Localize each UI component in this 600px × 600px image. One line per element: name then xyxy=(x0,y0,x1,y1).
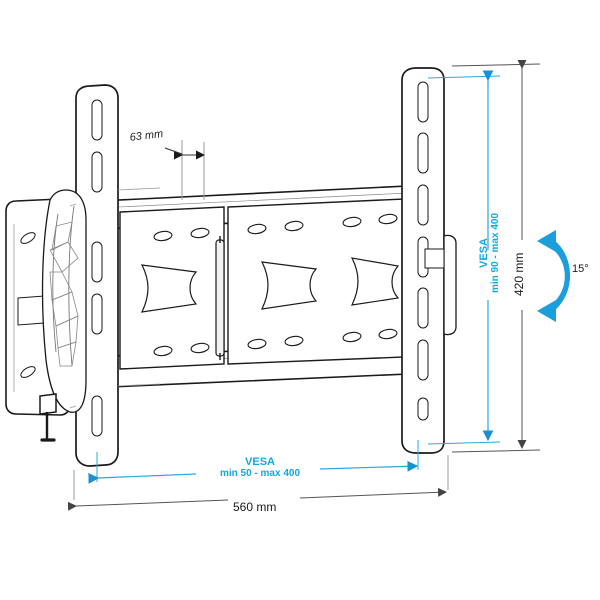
dimension-vesa-vertical xyxy=(427,70,501,445)
locking-pin xyxy=(39,393,57,442)
dimension-420mm xyxy=(451,60,541,453)
hinge-mechanism xyxy=(41,189,87,413)
right-side-catch xyxy=(424,234,457,336)
dimension-560mm xyxy=(67,455,449,511)
oval-slot-group-lower xyxy=(153,328,398,357)
bracket-assembly xyxy=(5,67,457,467)
right-rail-slots xyxy=(417,81,429,421)
center-pin xyxy=(215,236,225,360)
tilt-angle-arrow xyxy=(537,230,571,322)
dimension-vesa-horizontal xyxy=(88,440,419,484)
dimension-63mm xyxy=(164,140,205,200)
hourglass-cutout-right xyxy=(260,261,318,310)
oval-slot-group-upper xyxy=(153,213,398,242)
hinge-facets xyxy=(49,221,79,367)
hourglass-cutout-left xyxy=(140,264,198,313)
hourglass-cutout-far-right xyxy=(350,257,400,306)
left-rail-slots xyxy=(91,99,103,437)
structure-detail-lines xyxy=(69,187,161,409)
